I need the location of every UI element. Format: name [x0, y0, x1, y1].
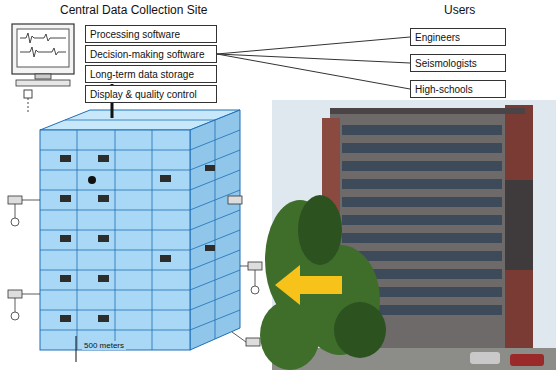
user-box: Engineers — [410, 28, 506, 46]
computer-icon — [12, 24, 74, 114]
display-box: Display & quality control — [85, 85, 217, 103]
user-box: Seismologists — [410, 54, 506, 72]
box-text: Processing software — [86, 29, 184, 40]
connector-line — [217, 37, 410, 54]
connector-line — [217, 54, 410, 63]
column-heading: Users — [442, 3, 477, 17]
dimension-label: 500 meters — [82, 341, 126, 350]
user-box: High-schools — [410, 80, 506, 98]
box-text: High-schools — [411, 84, 477, 95]
building-photo — [260, 100, 556, 370]
connector-line — [217, 54, 410, 89]
pointer-arrow — [275, 265, 342, 305]
storage-box: Long-term data storage — [85, 65, 217, 83]
box-text: Long-term data storage — [86, 69, 198, 80]
box-text: Display & quality control — [86, 89, 201, 100]
instrumented-building — [8, 68, 262, 362]
box-text: Decision-making software — [86, 49, 209, 60]
diagram-title: Central Data Collection Site — [60, 3, 207, 17]
software-box: Decision-making software — [85, 45, 217, 63]
software-box: Processing software — [85, 25, 217, 43]
box-text: Seismologists — [411, 58, 481, 69]
box-text: Engineers — [411, 32, 464, 43]
